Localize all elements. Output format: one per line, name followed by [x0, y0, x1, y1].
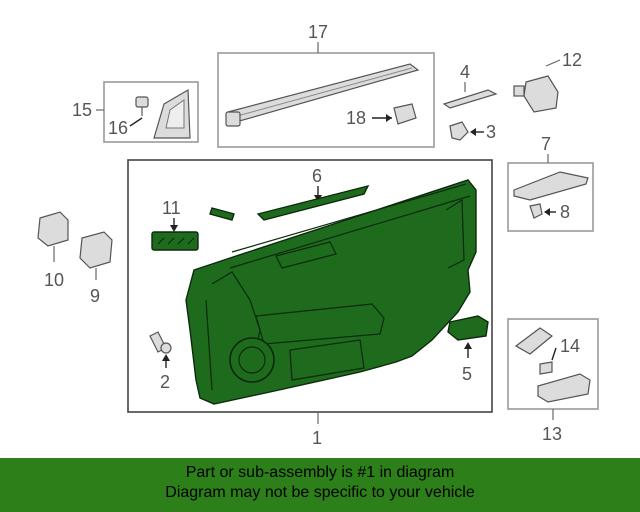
trim-strip-part-6[interactable] — [256, 184, 370, 221]
part-10-group: 10 — [37, 211, 69, 290]
part-9-group: 9 — [79, 231, 113, 306]
garnish-part-4[interactable] — [442, 89, 498, 109]
bulb-part-14[interactable] — [539, 361, 553, 375]
banner-line-1: Part or sub-assembly is #1 in diagram — [185, 464, 455, 481]
info-banner: Part or sub-assembly is #1 in diagram Di… — [0, 458, 640, 512]
callout-4[interactable]: 4 — [460, 62, 470, 82]
belt-molding-part-17[interactable] — [225, 63, 420, 127]
callout-17[interactable]: 17 — [308, 22, 328, 42]
callout-7[interactable]: 7 — [541, 134, 551, 154]
part-12-group: 12 — [513, 50, 582, 113]
part-3-group: 3 — [449, 121, 496, 142]
callout-11[interactable]: 11 — [162, 198, 181, 218]
lamp-housing-part[interactable] — [537, 373, 591, 403]
callout-14[interactable]: 14 — [560, 336, 580, 356]
callout-2[interactable]: 2 — [160, 372, 170, 392]
part-4-group: 4 — [442, 62, 498, 109]
clip-part-16[interactable] — [129, 96, 149, 127]
switch-panel-part-11[interactable] — [151, 231, 199, 251]
bracket-part-5[interactable] — [447, 315, 489, 341]
group-box-15-16: 15 16 — [72, 81, 199, 143]
screw-part-2[interactable] — [149, 331, 172, 354]
clip-part-3[interactable] — [449, 121, 469, 141]
main-assembly-box: 1 6 11 — [127, 159, 493, 448]
corner-cover-part-15[interactable] — [153, 88, 191, 139]
door-trim-panel-part-1[interactable] — [185, 179, 477, 405]
clip-part-18[interactable] — [393, 103, 417, 125]
lamp-cover-part[interactable] — [514, 327, 554, 355]
callout-13[interactable]: 13 — [542, 424, 562, 444]
switch-part-10[interactable] — [37, 211, 69, 247]
callout-3[interactable]: 3 — [486, 122, 496, 142]
callout-15[interactable]: 15 — [72, 100, 92, 120]
callout-12[interactable]: 12 — [562, 50, 582, 70]
callout-9[interactable]: 9 — [90, 286, 100, 306]
panel-part-7[interactable] — [513, 171, 589, 201]
parts-diagram: 15 16 17 18 4 — [37, 22, 599, 448]
callout-18[interactable]: 18 — [346, 108, 366, 128]
clip-part-8[interactable] — [529, 203, 543, 219]
callout-6[interactable]: 6 — [312, 166, 322, 186]
switch-part-9[interactable] — [79, 231, 113, 269]
group-box-7-8: 7 8 — [507, 134, 594, 232]
callout-10[interactable]: 10 — [44, 270, 64, 290]
banner-line-2: Diagram may not be specific to your vehi… — [165, 484, 475, 501]
group-box-13-14: 13 14 — [507, 318, 599, 444]
callout-1[interactable]: 1 — [312, 428, 322, 448]
group-box-17-18: 17 18 — [217, 22, 435, 148]
callout-5[interactable]: 5 — [462, 364, 472, 384]
callout-16[interactable]: 16 — [108, 118, 128, 138]
callout-8[interactable]: 8 — [560, 202, 570, 222]
small-trim-part[interactable] — [209, 207, 235, 221]
module-part-12[interactable] — [513, 75, 559, 113]
